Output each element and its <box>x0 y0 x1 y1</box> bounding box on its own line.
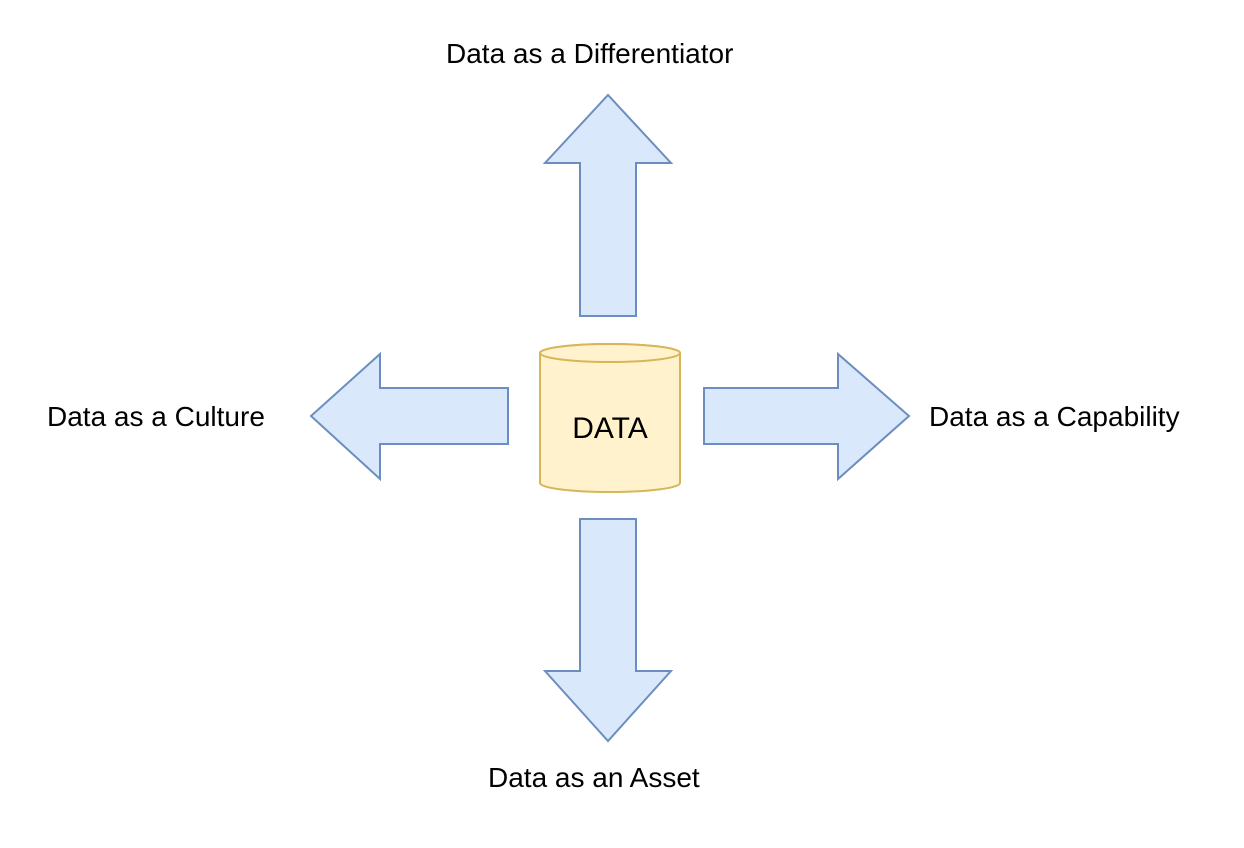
database-cylinder-icon <box>539 343 681 493</box>
arrow-down <box>542 518 674 743</box>
arrow-up <box>542 93 674 317</box>
branch-label-asset: Data as an Asset <box>488 762 700 793</box>
arrow-left <box>309 351 509 482</box>
arrow-right <box>703 351 911 482</box>
branch-label-differentiator: Data as a Differentiator <box>446 38 734 69</box>
branch-label-culture: Data as a Culture <box>47 401 265 432</box>
branch-label-capability: Data as a Capability <box>929 401 1180 432</box>
center-data-label: DATA <box>572 412 648 445</box>
